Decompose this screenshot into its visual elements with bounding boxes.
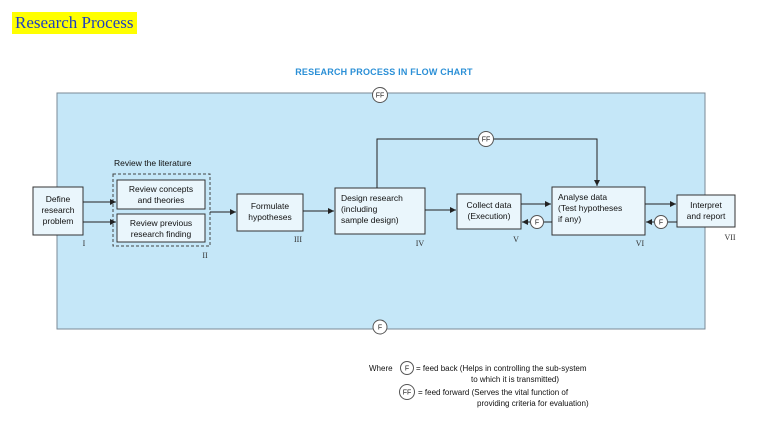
f-analyse-text: F: [659, 220, 663, 227]
design-line-1: Design research: [341, 193, 403, 203]
collect-line-2: (Execution): [468, 211, 511, 221]
box-design-research: Design research (including sample design…: [334, 187, 426, 235]
legend: Where F = feed back (Helps in controllin…: [369, 361, 589, 408]
top-feed-forward-symbol: FF: [372, 87, 388, 103]
numeral-3: III: [294, 235, 302, 244]
ff-loop-right: [493, 138, 600, 186]
legend-ff-symbol: [399, 384, 415, 400]
loop-feed-forward-symbol: FF: [478, 131, 494, 147]
legend-ff-line-2: providing criteria for evaluation): [477, 399, 589, 408]
box-review-previous: Review previous research finding: [116, 213, 206, 243]
legend-ff-line-1: = feed forward (Serves the vital functio…: [418, 388, 569, 397]
collect-line-1: Collect data: [467, 200, 512, 210]
design-line-2: (including: [341, 204, 378, 214]
box-analyse-data: Analyse data (Test hypotheses if any): [551, 186, 646, 236]
f-collect-text: F: [535, 220, 539, 227]
formulate-line-2: hypotheses: [248, 212, 291, 222]
numeral-2: II: [202, 251, 208, 260]
box-define-problem: Define research problem: [32, 186, 84, 236]
legend-where: Where: [369, 364, 393, 373]
analyse-line-1: Analyse data: [558, 192, 607, 202]
legend-ff-text: FF: [403, 390, 412, 397]
loop-ff-text: FF: [482, 137, 491, 144]
bottom-feedback-symbol: F: [372, 319, 388, 335]
ff-symbol-text: FF: [376, 93, 385, 100]
define-line-1: Define: [46, 194, 71, 204]
interpret-line-1: Interpret: [690, 200, 722, 210]
feedback-symbol-analyse: F: [654, 215, 668, 229]
numeral-5: V: [513, 235, 519, 244]
design-line-3: sample design): [341, 215, 399, 225]
analyse-line-2: (Test hypotheses: [558, 203, 622, 213]
previous-line-1: Review previous: [130, 218, 192, 228]
box-interpret-report: Interpret and report: [676, 194, 736, 228]
formulate-line-1: Formulate: [251, 201, 290, 211]
analyse-line-3: if any): [558, 214, 581, 224]
flow-arrows: [83, 138, 677, 225]
legend-f-line-2: to which it is transmitted): [471, 375, 559, 384]
numeral-6: VI: [636, 239, 645, 248]
review-literature-label: Review the literature: [114, 158, 192, 168]
page-heading: Research Process: [12, 12, 137, 34]
chart-title: RESEARCH PROCESS IN FLOW CHART: [295, 67, 473, 77]
f-symbol-text: F: [378, 325, 382, 332]
literature-group-frame: [112, 173, 211, 247]
define-line-3: problem: [43, 216, 74, 226]
feedback-symbol-collect: F: [530, 215, 544, 229]
numeral-7: VII: [724, 233, 735, 242]
ff-loop-left: [376, 138, 479, 188]
interpret-line-2: and report: [687, 211, 726, 221]
legend-f-line-1: = feed back (Helps in controlling the su…: [416, 364, 587, 373]
box-review-concepts: Review concepts and theories: [116, 179, 206, 210]
numeral-4: IV: [416, 239, 425, 248]
legend-f-symbol: [400, 361, 414, 375]
define-line-2: research: [41, 205, 74, 215]
concepts-line-2: and theories: [138, 195, 185, 205]
box-collect-data: Collect data (Execution): [456, 193, 522, 230]
previous-line-2: research finding: [131, 229, 192, 239]
numeral-1: I: [83, 239, 86, 248]
legend-f-text: F: [405, 366, 409, 373]
concepts-line-1: Review concepts: [129, 184, 193, 194]
box-formulate-hypotheses: Formulate hypotheses: [236, 193, 304, 232]
